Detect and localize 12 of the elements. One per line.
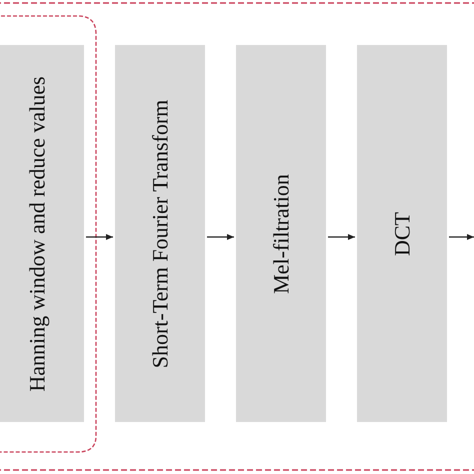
process-box <box>0 45 84 422</box>
step-label: DCT <box>389 210 415 258</box>
arrow <box>86 234 113 240</box>
arrow <box>207 234 234 240</box>
process-box <box>357 45 447 422</box>
process-box <box>236 45 326 422</box>
process-box <box>115 45 205 422</box>
step-label: Short-Term Fourier Transform <box>147 98 173 370</box>
step-label: Mel-filtration <box>268 172 294 296</box>
arrow <box>328 234 355 240</box>
step-label: Hanning window and reduce values <box>24 74 50 394</box>
arrow <box>449 234 474 240</box>
